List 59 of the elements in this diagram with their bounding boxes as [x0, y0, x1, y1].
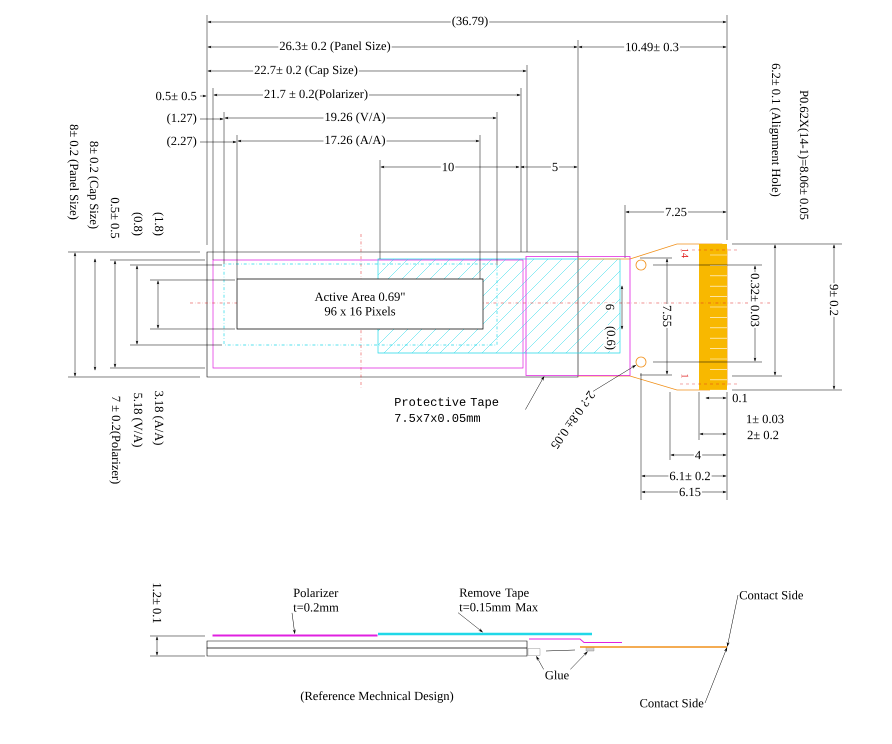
- dimension-text: 0.32± 0.03: [750, 272, 760, 328]
- dimension-text: 6.15: [678, 486, 702, 498]
- leader-line: [458, 612, 483, 632]
- dimension-text: (36.79): [450, 15, 490, 29]
- dimension-text: 19.26 (V/A): [323, 111, 387, 125]
- callout-text: Polarizer t=0.2mm: [293, 588, 339, 612]
- callout-text: Glue: [545, 670, 569, 680]
- protective-tape: [526, 256, 630, 376]
- leader-line: [704, 648, 728, 704]
- dimension-text: 7 ± 0.2(Polarizer): [108, 394, 122, 486]
- callout-text: Contact Side: [740, 590, 803, 600]
- dimension-text: 2± 0.2: [746, 430, 780, 440]
- tape-layer: [378, 632, 592, 636]
- leader-line: [525, 376, 544, 410]
- dimension-text: 4: [694, 450, 702, 460]
- dimension-text: 9± 0.2: [828, 283, 840, 317]
- alignment-hole: [636, 260, 646, 270]
- callout-text: Contact Side: [640, 698, 704, 708]
- dimension-text: (2.27): [166, 135, 198, 149]
- dimension-text: 5: [550, 162, 560, 172]
- dimension-text: 0.5± 0.5: [110, 196, 120, 240]
- callout-text: Protective Tape 7.5x7x0.05mm: [395, 397, 498, 422]
- dimension-text: 7.55: [662, 304, 672, 328]
- leader-line: [726, 594, 738, 646]
- dimension-text: (0.8): [130, 211, 144, 237]
- dimension-text: 26.3± 0.2 (Panel Size): [278, 40, 392, 54]
- active-area-box: Active Area 0.69" 96 x 16 Pixels: [236, 278, 484, 330]
- leader-line: [536, 656, 544, 670]
- dimension-text: (0.6): [603, 325, 617, 351]
- dimension-text: 8± 0.2 (Panel Size): [66, 123, 80, 221]
- dimension-text: 8± 0.2 (Cap Size): [86, 140, 100, 230]
- dimension-text: 1: [680, 372, 690, 380]
- dimension-text: 1± 0.03: [744, 414, 786, 424]
- dimension-text: 0.1: [731, 392, 749, 404]
- dimension-text: 0.5± 0.5: [154, 90, 198, 102]
- dimension-text: (1.8): [151, 211, 165, 237]
- leader-line: [592, 365, 636, 392]
- dimension-text: P0.62X(14-1)=8.06± 0.05: [796, 89, 810, 221]
- callout-text: 2-? 0.8± 0.05: [551, 390, 596, 450]
- dimension-text: 22.7± 0.2 (Cap Size): [253, 64, 359, 78]
- dimension-text: 3.18 (A/A): [151, 390, 165, 446]
- glue-spot: [528, 648, 540, 656]
- dimension-text: 10: [440, 162, 456, 172]
- dimension-text: 6.2± 0.1 (Alignment Hole): [768, 62, 782, 198]
- dimension-text: 6: [604, 302, 616, 312]
- dimension-text: 10.49± 0.3: [624, 42, 680, 52]
- dimension-text: 14: [680, 247, 690, 259]
- alignment-hole: [636, 356, 646, 368]
- dimension-text: 1.2± 0.1: [152, 581, 162, 625]
- dimension-text: 17.26 (A/A): [323, 134, 387, 148]
- dimension-text: 6.1± 0.2: [668, 470, 712, 482]
- dimension-text: (1.27): [166, 112, 198, 126]
- caption: (Reference Mechnical Design): [300, 691, 454, 703]
- dimension-text: 5.18 (V/A): [130, 392, 144, 448]
- leader-line: [292, 612, 296, 634]
- leader-line: [570, 652, 588, 670]
- callout-text: Remove Tape t=0.15mm Max: [459, 588, 538, 612]
- dimension-text: 7.25: [664, 206, 688, 218]
- dimension-text: 21.7 ± 0.2(Polarizer): [262, 88, 370, 102]
